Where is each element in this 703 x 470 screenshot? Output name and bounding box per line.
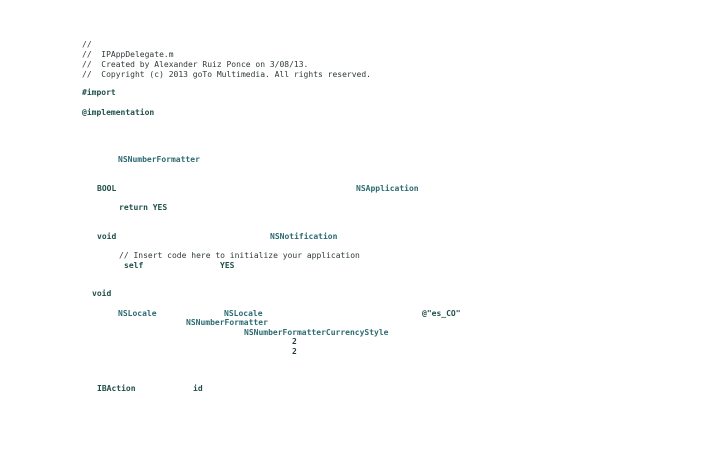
locale-string: @"es_CO"	[422, 309, 461, 318]
number-literal-2: 2	[292, 347, 297, 356]
void-keyword-1: void	[97, 232, 117, 241]
comment-file-name: // IPAppDelegate.m	[82, 50, 174, 59]
ns-locale-type-2: NSLocale	[224, 309, 263, 318]
ibaction-keyword: IBAction	[97, 384, 136, 393]
comment-created-by: // Created by Alexander Ruiz Ponce on 3/…	[82, 60, 309, 69]
implementation-directive: @implementation	[82, 108, 155, 117]
ns-locale-type-1: NSLocale	[118, 309, 157, 318]
self-keyword: self	[124, 261, 144, 270]
yes-keyword: YES	[220, 261, 235, 270]
id-keyword: id	[193, 384, 203, 393]
number-literal-1: 2	[292, 337, 297, 346]
import-directive: #import	[82, 88, 116, 97]
return-yes-statement: return YES	[119, 203, 168, 212]
insert-code-comment: // Insert code here to initialize your a…	[119, 251, 360, 260]
bool-keyword: BOOL	[97, 184, 117, 193]
ns-notification-type: NSNotification	[270, 232, 338, 241]
comment-copyright: // Copyright (c) 2013 goTo Multimedia. A…	[82, 70, 371, 79]
currency-style-constant: NSNumberFormatterCurrencyStyle	[244, 328, 389, 337]
ns-application-type: NSApplication	[356, 184, 419, 193]
number-formatter-type-2: NSNumberFormatter	[186, 318, 268, 327]
number-formatter-type: NSNumberFormatter	[118, 155, 200, 164]
void-keyword-2: void	[92, 289, 112, 298]
comment-line-1: //	[82, 40, 92, 49]
